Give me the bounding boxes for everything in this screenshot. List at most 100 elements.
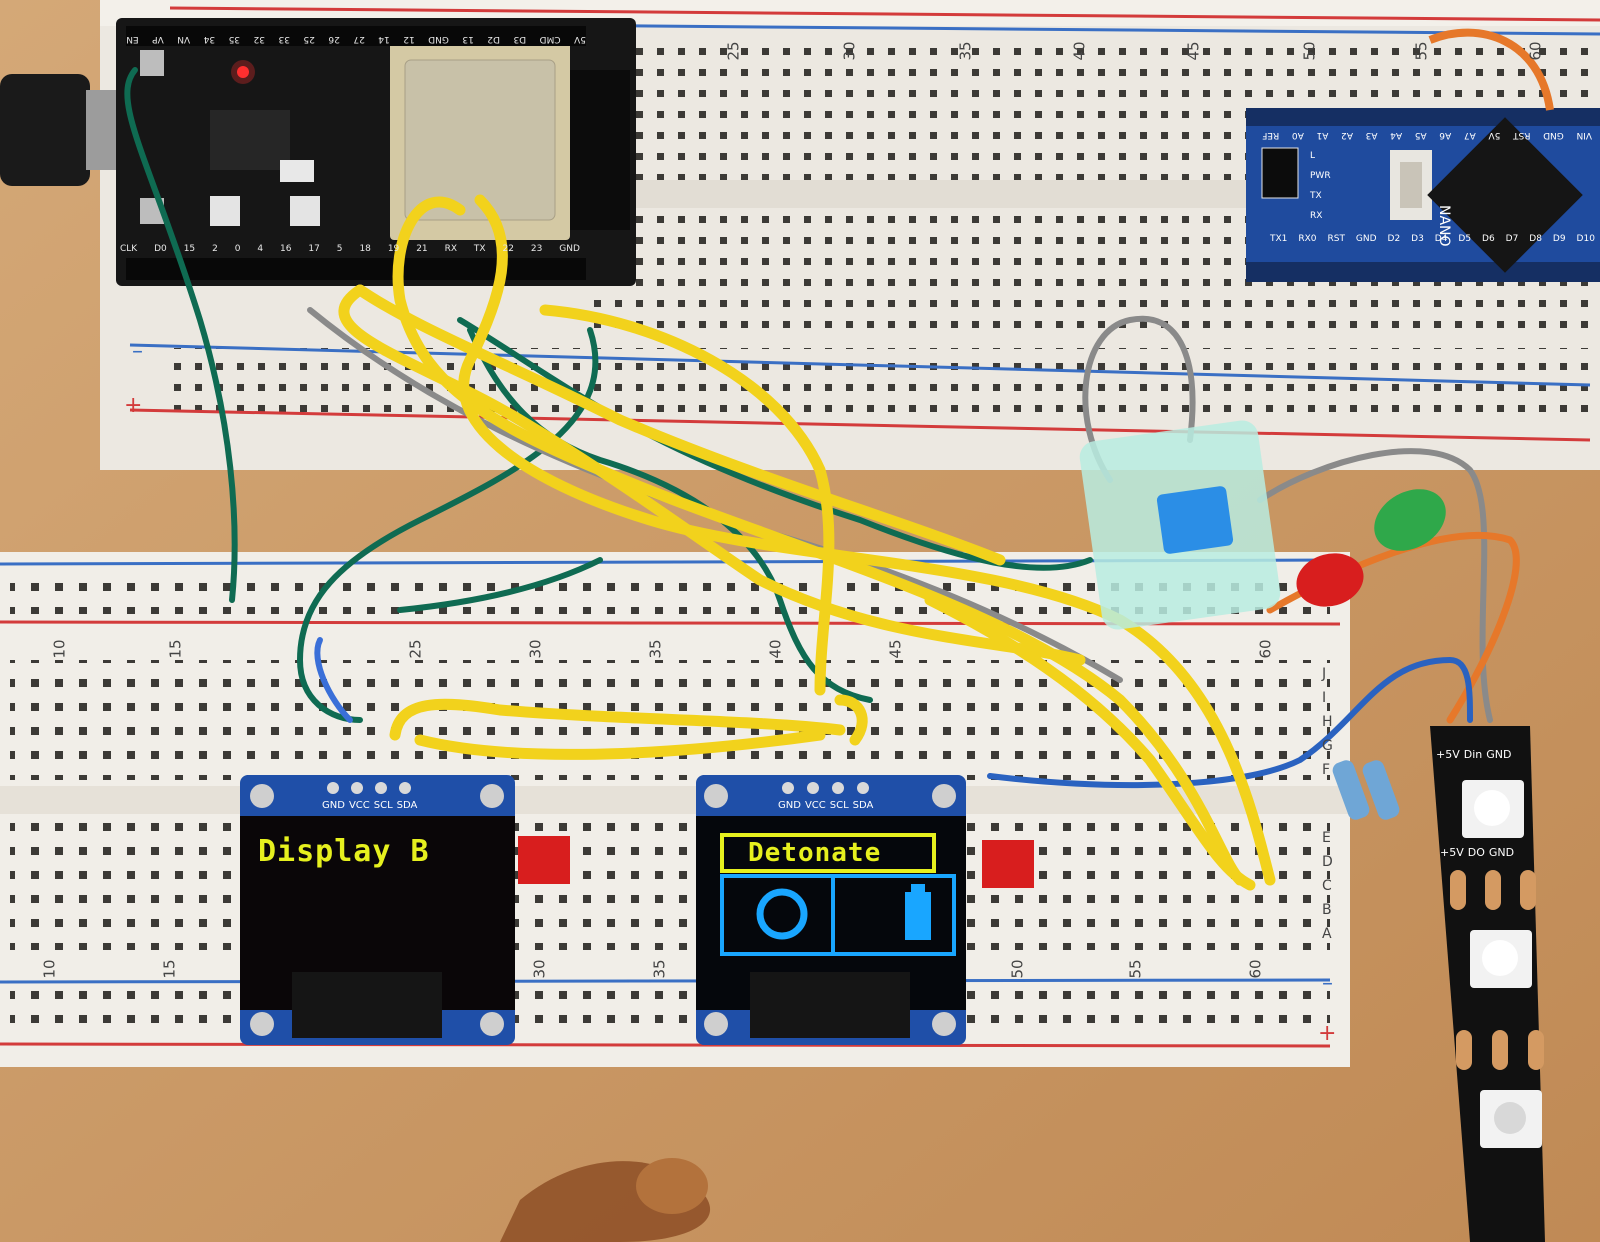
pin-label: 15 xyxy=(183,244,196,254)
blue-wire xyxy=(987,656,1473,789)
yellow-wire xyxy=(414,729,826,760)
pin-label: A5 xyxy=(1414,130,1427,140)
pin-label: A0 xyxy=(1291,130,1304,140)
orange-wire-top xyxy=(1428,28,1554,111)
col-number: 35 xyxy=(956,41,975,61)
circle-icon xyxy=(756,888,808,940)
row-letters-upper: J I H G F xyxy=(1322,662,1342,782)
pin-label: D5 xyxy=(1458,234,1472,244)
col-number: 60 xyxy=(1256,639,1275,659)
battery-icon xyxy=(905,892,931,940)
led-strip-pad-labels-out: +5V DO GND xyxy=(1440,846,1540,859)
pin-label: TX xyxy=(473,244,486,254)
yellow-wire xyxy=(539,304,835,696)
pin-label: A3 xyxy=(1365,130,1378,140)
pin-label: REF xyxy=(1262,130,1280,140)
col-number: 15 xyxy=(160,959,179,979)
pin-label: 17 xyxy=(308,244,320,254)
pin-label: GND xyxy=(1543,130,1564,140)
led-label: RX xyxy=(1310,211,1323,221)
pin-label: RX xyxy=(444,244,457,254)
pin-label: GND xyxy=(428,34,449,44)
col-number: 10 xyxy=(50,639,69,659)
mechanical-switch xyxy=(1079,420,1281,630)
led-strip xyxy=(1430,726,1545,1242)
oled-left-screen-text: Display B xyxy=(258,834,430,869)
pin-label: TX1 xyxy=(1270,234,1288,244)
pin-label: GND xyxy=(559,244,580,254)
col-number: 30 xyxy=(526,639,545,659)
pin-label: 33 xyxy=(278,34,290,44)
yellow-wire xyxy=(458,194,1276,886)
pin-label: 26 xyxy=(328,34,340,44)
pin-label: A2 xyxy=(1341,130,1353,140)
resistors xyxy=(1332,760,1400,820)
green-wire xyxy=(457,317,1093,571)
esp32-pin-labels-bottom: CLK D0 15 2 0 4 16 17 5 18 19 21 RX TX 2… xyxy=(120,244,580,258)
oled-right-pin-labels: GND VCC SCL SDA xyxy=(778,800,878,811)
pin-label: GND xyxy=(778,800,801,811)
pin-label: 22 xyxy=(502,244,514,254)
esp32-board xyxy=(116,18,636,286)
bottom-col-numbers-lower: 10 15 30 35 50 55 60 xyxy=(40,959,1280,984)
pin-label: 19 xyxy=(387,244,400,254)
bottom-breadboard: – + xyxy=(0,552,1350,1067)
pin-label: 27 xyxy=(353,34,365,44)
red-led xyxy=(1296,553,1364,607)
arduino-nano-board: NANO xyxy=(1246,108,1600,282)
pin-label: D2 xyxy=(1387,234,1401,244)
led-strip-pad-labels: +5V Din GND xyxy=(1436,748,1536,761)
pin-label: D3 xyxy=(513,34,527,44)
col-number: 55 xyxy=(1412,41,1431,61)
pin-label: 2 xyxy=(212,244,218,254)
yellow-wire xyxy=(389,698,846,741)
col-number: 25 xyxy=(406,639,425,659)
pin-label: VIN xyxy=(1576,130,1592,140)
col-number: 10 xyxy=(40,959,59,979)
row-letter: J xyxy=(1322,666,1327,682)
pin-label: A7 xyxy=(1463,130,1476,140)
row-letter: C xyxy=(1322,878,1332,894)
pin-label: D6 xyxy=(1482,234,1495,244)
pin-label: SDA xyxy=(852,800,874,811)
bottom-col-numbers-upper: 10 15 25 30 35 40 45 60 xyxy=(40,639,1275,664)
led-label: TX xyxy=(1310,191,1322,201)
col-number: 35 xyxy=(646,639,665,659)
pin-label: VCC xyxy=(348,800,370,811)
pin-label: 16 xyxy=(280,244,292,254)
nano-label: NANO xyxy=(1436,205,1452,247)
pin-label: VP xyxy=(152,34,164,44)
row-letters-lower: E D C B A xyxy=(1322,826,1342,946)
pad-label: GND xyxy=(1486,748,1512,761)
yellow-wire xyxy=(834,694,868,746)
pin-label: 12 xyxy=(403,34,415,44)
yellow-wire xyxy=(338,284,1086,666)
pin-label: 13 xyxy=(462,34,474,44)
col-number: 25 xyxy=(724,41,743,61)
pin-label: D4 xyxy=(1434,234,1448,244)
pad-label: +5V xyxy=(1436,748,1460,761)
col-number: 50 xyxy=(1008,959,1027,979)
pin-label: SDA xyxy=(396,800,418,811)
pin-label: VCC xyxy=(804,800,826,811)
esp32-pin-labels-top: 5V CMD D3 D2 13 GND 12 14 27 26 25 33 32… xyxy=(126,30,586,44)
pin-label: RX0 xyxy=(1298,234,1317,244)
row-letter: G xyxy=(1322,738,1333,754)
pin-label: RST xyxy=(1513,130,1531,140)
pin-label: 32 xyxy=(253,34,265,44)
pin-label: 0 xyxy=(234,244,241,254)
wires xyxy=(124,67,1520,891)
pin-label: D8 xyxy=(1529,234,1542,244)
oled-left-pin-labels: GND VCC SCL SDA xyxy=(322,800,422,811)
row-letter: D xyxy=(1322,854,1333,870)
pin-label: A4 xyxy=(1390,130,1403,140)
col-number: 40 xyxy=(1070,41,1089,61)
pin-label: 21 xyxy=(416,244,428,254)
col-number: 15 xyxy=(166,639,185,659)
oled-module-right xyxy=(696,775,966,1045)
row-letter: B xyxy=(1322,902,1332,918)
pin-label: A6 xyxy=(1439,130,1452,140)
col-number: 60 xyxy=(1526,41,1545,61)
col-number: 40 xyxy=(766,639,785,659)
pin-label: D2 xyxy=(487,34,500,44)
